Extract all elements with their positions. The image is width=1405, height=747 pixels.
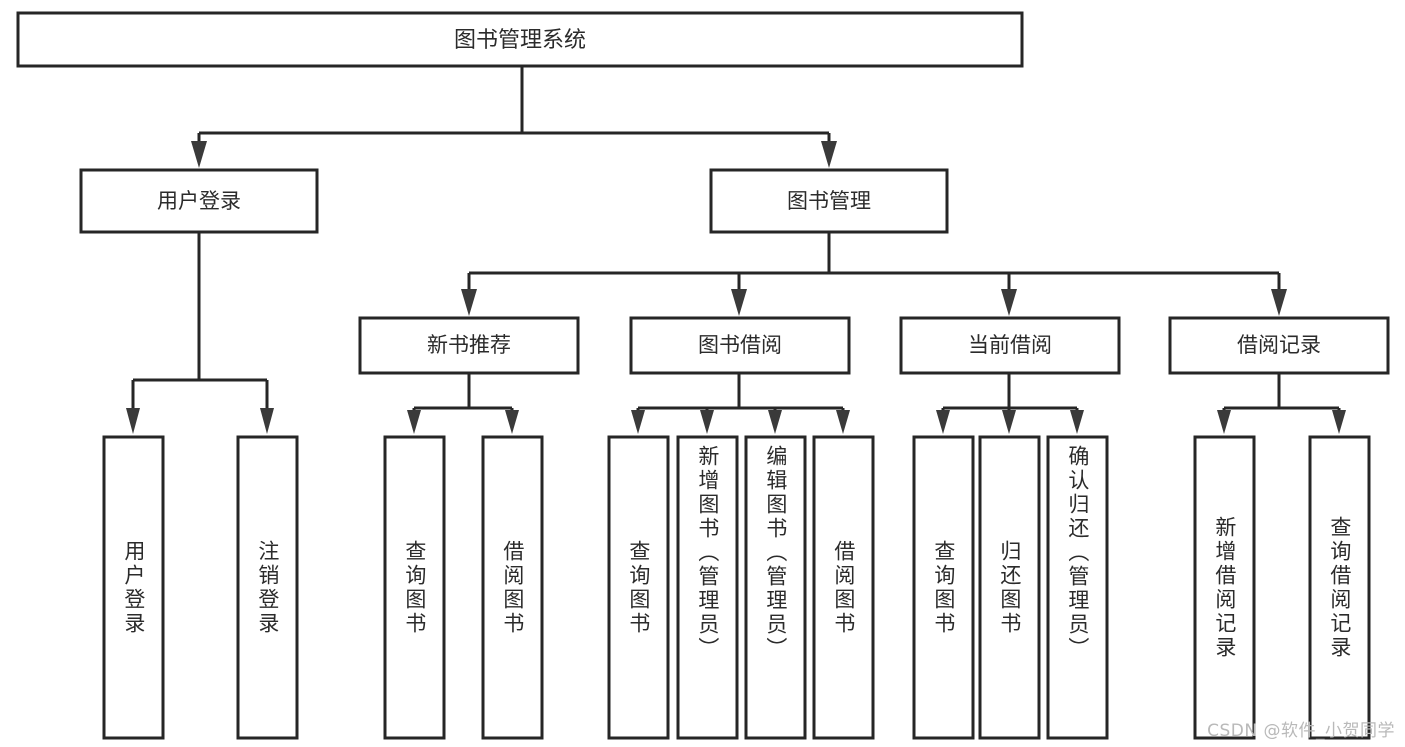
node-current-borrow[interactable]: 当前借阅: [899, 316, 1121, 375]
node-leaf-return-book-box[interactable]: [978, 435, 1041, 740]
node-user-login-box[interactable]: [79, 168, 319, 234]
leaf-box-layer: [102, 435, 1371, 740]
arrow-head-current-borrow: [1001, 289, 1017, 316]
node-new-book-recommend-label: 新书推荐: [427, 333, 511, 357]
node-root-box[interactable]: [16, 11, 1024, 68]
node-leaf-borrow-book-1-box[interactable]: [481, 435, 544, 740]
node-leaf-query-book-2-box[interactable]: [607, 435, 670, 740]
arrow-head-leaf-query-book-3: [936, 410, 950, 434]
node-leaf-query-book-1-box[interactable]: [383, 435, 446, 740]
arrow-head-leaf-borrow-book-1: [505, 410, 519, 434]
node-borrow-record-box[interactable]: [1168, 316, 1390, 375]
arrow-head-book-manage: [821, 141, 837, 168]
arrow-head-leaf-user-login: [126, 408, 140, 434]
node-leaf-logout-box[interactable]: [236, 435, 299, 740]
arrow-head-leaf-return-book: [1002, 410, 1016, 434]
arrow-head-leaf-add-record: [1217, 410, 1231, 434]
node-leaf-add-book-box[interactable]: [676, 435, 739, 740]
node-book-borrow[interactable]: 图书借阅: [629, 316, 851, 375]
node-root-label: 图书管理系统: [454, 28, 586, 53]
node-root[interactable]: 图书管理系统: [16, 11, 1024, 68]
arrow-head-leaf-confirm-return: [1070, 410, 1084, 434]
arrow-head-user-login: [191, 141, 207, 168]
node-leaf-user-login-box[interactable]: [102, 435, 165, 740]
watermark-text: CSDN @软件_小贺同学: [1207, 721, 1395, 741]
node-leaf-confirm-return-box[interactable]: [1046, 435, 1109, 740]
node-leaf-borrow-book-2-box[interactable]: [812, 435, 875, 740]
node-current-borrow-box[interactable]: [899, 316, 1121, 375]
arrow-head-leaf-logout: [260, 408, 274, 434]
node-new-book-recommend-box[interactable]: [358, 316, 580, 375]
node-book-manage-box[interactable]: [709, 168, 949, 234]
node-user-login[interactable]: 用户登录: [79, 168, 319, 234]
node-leaf-query-book-3-box[interactable]: [912, 435, 975, 740]
arrow-head-new-book-recommend: [461, 289, 477, 316]
arrow-head-leaf-borrow-book-2: [836, 410, 850, 434]
arrow-head-leaf-query-book-2: [631, 410, 645, 434]
arrow-head-book-borrow: [731, 289, 747, 316]
node-book-manage-label: 图书管理: [787, 189, 871, 213]
node-leaf-edit-book-box[interactable]: [744, 435, 807, 740]
node-borrow-record-label: 借阅记录: [1237, 333, 1321, 357]
arrow-head-leaf-edit-book: [768, 410, 782, 434]
arrow-head-leaf-add-book: [700, 410, 714, 434]
node-book-borrow-box[interactable]: [629, 316, 851, 375]
node-current-borrow-label: 当前借阅: [968, 333, 1052, 357]
node-new-book-recommend[interactable]: 新书推荐: [358, 316, 580, 375]
node-leaf-query-record-box[interactable]: [1308, 435, 1371, 740]
arrow-head-leaf-query-book-1: [407, 410, 421, 434]
node-borrow-record[interactable]: 借阅记录: [1168, 316, 1390, 375]
node-book-borrow-label: 图书借阅: [698, 333, 782, 357]
arrow-head-borrow-record: [1271, 289, 1287, 316]
arrow-head-leaf-query-record: [1332, 410, 1346, 434]
node-user-login-label: 用户登录: [157, 189, 241, 213]
node-book-manage[interactable]: 图书管理: [709, 168, 949, 234]
node-leaf-add-record-box[interactable]: [1193, 435, 1256, 740]
connector-layer: [126, 66, 1346, 434]
